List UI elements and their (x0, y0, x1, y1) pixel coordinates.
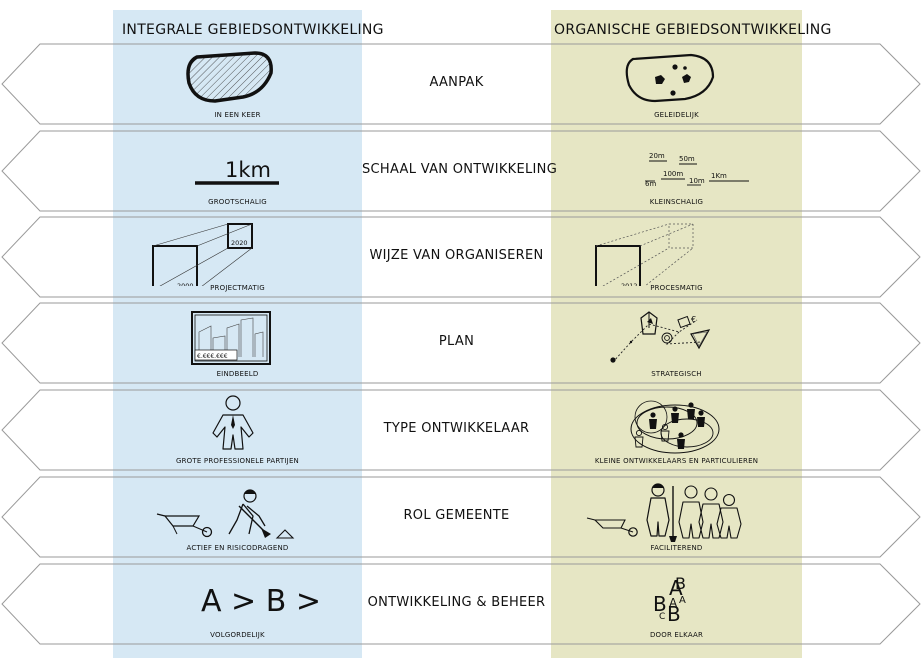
integrale-column-title: INTEGRALE GEBIEDSONTWIKKELING (122, 22, 384, 38)
organische-column-title: ORGANISCHE GEBIEDSONTWIKKELING (554, 22, 832, 38)
hatched-blob-icon (113, 43, 362, 113)
row-label: AANPAK (362, 75, 551, 90)
mixed-letter: C (659, 612, 665, 622)
mixed-letters-icon: A B B A A C B (551, 563, 802, 633)
row-label: ROL GEMEENTE (362, 508, 551, 523)
row-left-caption: EINDBEELD (113, 370, 362, 378)
scale-label-20m: 20m (649, 152, 665, 160)
row-label: TYPE ONTWIKKELAAR (362, 421, 551, 436)
scale-label-100m: 100m (663, 170, 683, 178)
solid-box-icon: 2000 2020 (113, 216, 362, 286)
row-left-caption: VOLGORDELIJK (113, 631, 362, 639)
scale-bar-label: 1km (225, 158, 271, 182)
mixed-letter: B (667, 602, 681, 626)
worker-shovel-icon (113, 476, 362, 546)
row-left-caption: GROTE PROFESSIONELE PARTIJEN (113, 457, 362, 465)
scale-label-1km: 1Km (711, 172, 727, 180)
row-right-caption: FACILITEREND (551, 544, 802, 552)
row-ontwikkelaar: TYPE ONTWIKKELAAR GROTE PROFESSIONELE PA… (0, 389, 922, 471)
group-people-icon (551, 476, 802, 546)
row-left-caption: ACTIEF EN RISICODRAGEND (113, 544, 362, 552)
row-plan: €.€€€.€€€ PLAN € EINDBEELD STRATEGISCH (0, 302, 922, 384)
strategy-euro-label: € (691, 315, 696, 324)
sequence-text: A > B > (201, 584, 321, 619)
scale-label-10m: 10m (689, 177, 705, 185)
row-right-caption: PROCESMATIG (551, 284, 802, 292)
row-left-caption: IN EEN KEER (113, 111, 362, 119)
row-right-caption: GELEIDELIJK (551, 111, 802, 119)
row-label: PLAN (362, 334, 551, 349)
row-organiseren: 2000 2020 WIJZE VAN ORGANISEREN 2012 PRO… (0, 216, 922, 298)
dashed-box-icon: 2012 (551, 216, 802, 286)
row-gemeente: ROL GEMEENTE ACTIEF EN RISICODRAGEND FAC… (0, 476, 922, 558)
wheelbarrow-icon (157, 514, 212, 537)
small-developers-icon (551, 389, 802, 459)
row-label: SCHAAL VAN ONTWIKKELING (362, 162, 551, 177)
row-right-caption: STRATEGISCH (551, 370, 802, 378)
sequence-icon: A > B > (113, 563, 362, 633)
scale-label-50m: 50m (679, 155, 695, 163)
strategy-network-icon: € (551, 302, 802, 372)
framed-city-icon: €.€€€.€€€ (113, 302, 362, 372)
big-developer-icon (113, 389, 362, 459)
spotted-blob-icon (551, 43, 802, 113)
row-beheer: A > B > ONTWIKKELING & BEHEER A B B A A … (0, 563, 922, 645)
row-label: ONTWIKKELING & BEHEER (362, 595, 551, 610)
row-schaal: 1km SCHAAL VAN ONTWIKKELING 20m 50m 100m… (0, 130, 922, 212)
row-right-caption: KLEINSCHALIG (551, 198, 802, 206)
row-left-caption: PROJECTMATIG (113, 284, 362, 292)
plan-price-label: €.€€€.€€€ (197, 353, 228, 360)
scale-bar-icon: 1km (113, 130, 362, 200)
row-right-caption: DOOR ELKAAR (551, 631, 802, 639)
row-aanpak: AANPAK IN EEN KEER GELEIDELIJK (0, 43, 922, 125)
row-label: WIJZE VAN ORGANISEREN (362, 248, 551, 263)
row-left-caption: GROOTSCHALIG (113, 198, 362, 206)
small-scale-bars-icon: 20m 50m 100m 6m 10m 1Km (551, 130, 802, 200)
row-right-caption: KLEINE ONTWIKKELAARS EN PARTICULIEREN (551, 457, 802, 465)
year-2020-label: 2020 (231, 239, 248, 247)
mixed-letter: B (675, 574, 686, 593)
